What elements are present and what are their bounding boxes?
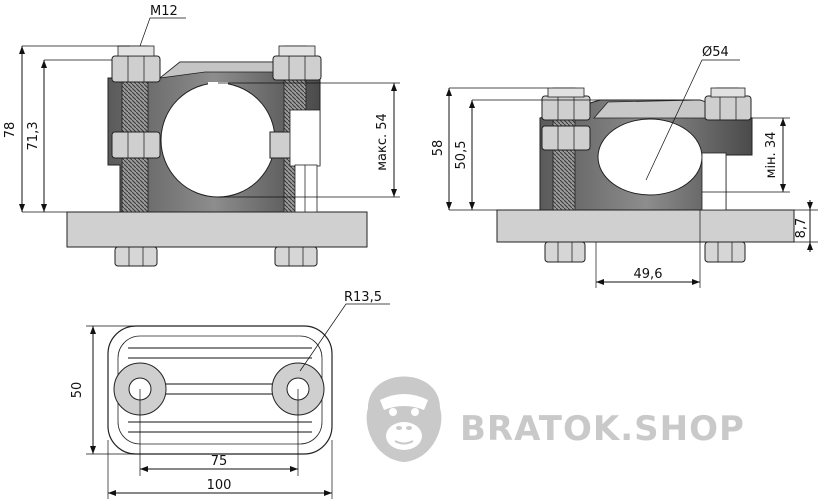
top-nut-left [111,55,161,83]
front-max-clamp: макс. 54 [375,113,390,171]
plan-width: 50 [70,382,85,399]
front-view: M12 78 71,3 макс. 54 [3,4,400,267]
plan-hole-spacing: 75 [211,454,228,469]
side-bottom-nut-right [704,241,746,263]
thread-label: M12 [150,4,178,19]
side-bolt-spacing: 49,6 [634,267,663,282]
mid-nut-right [269,131,293,159]
side-base-plate [496,209,795,243]
side-pipe-opening [597,118,703,196]
side-top-nut-right [704,95,752,121]
side-view: Ø54 58 50,5 мін. 34 8,7 4 [431,45,818,288]
mid-nut-left [111,131,161,159]
side-mid-nut-left [541,125,591,151]
corner-radius-label: R13,5 [344,290,382,305]
side-top-nut-left [541,95,591,121]
watermark-text: BRATOK.SHOP [460,409,745,449]
front-height-bolt: 71,3 [26,122,41,151]
bottom-nut-right [274,246,318,267]
side-height-total: 58 [431,140,446,157]
plan-length: 100 [207,478,232,493]
top-nut-right [272,55,322,81]
pipe-opening [160,82,276,198]
side-bottom-nut-left [544,241,586,263]
base-plate [66,211,368,248]
plan-view: R13,5 50 75 100 [70,290,390,499]
side-min-clamp: мін. 34 [764,132,779,179]
watermark: BRATOK.SHOP [366,376,745,462]
side-base-thickness: 8,7 [794,218,809,239]
pipe-diameter-label: Ø54 [702,45,729,60]
side-height-clamp: 50,5 [454,141,469,170]
front-height-total: 78 [3,122,18,139]
bottom-nut-left [114,246,158,267]
gorilla-head-icon [366,376,442,462]
